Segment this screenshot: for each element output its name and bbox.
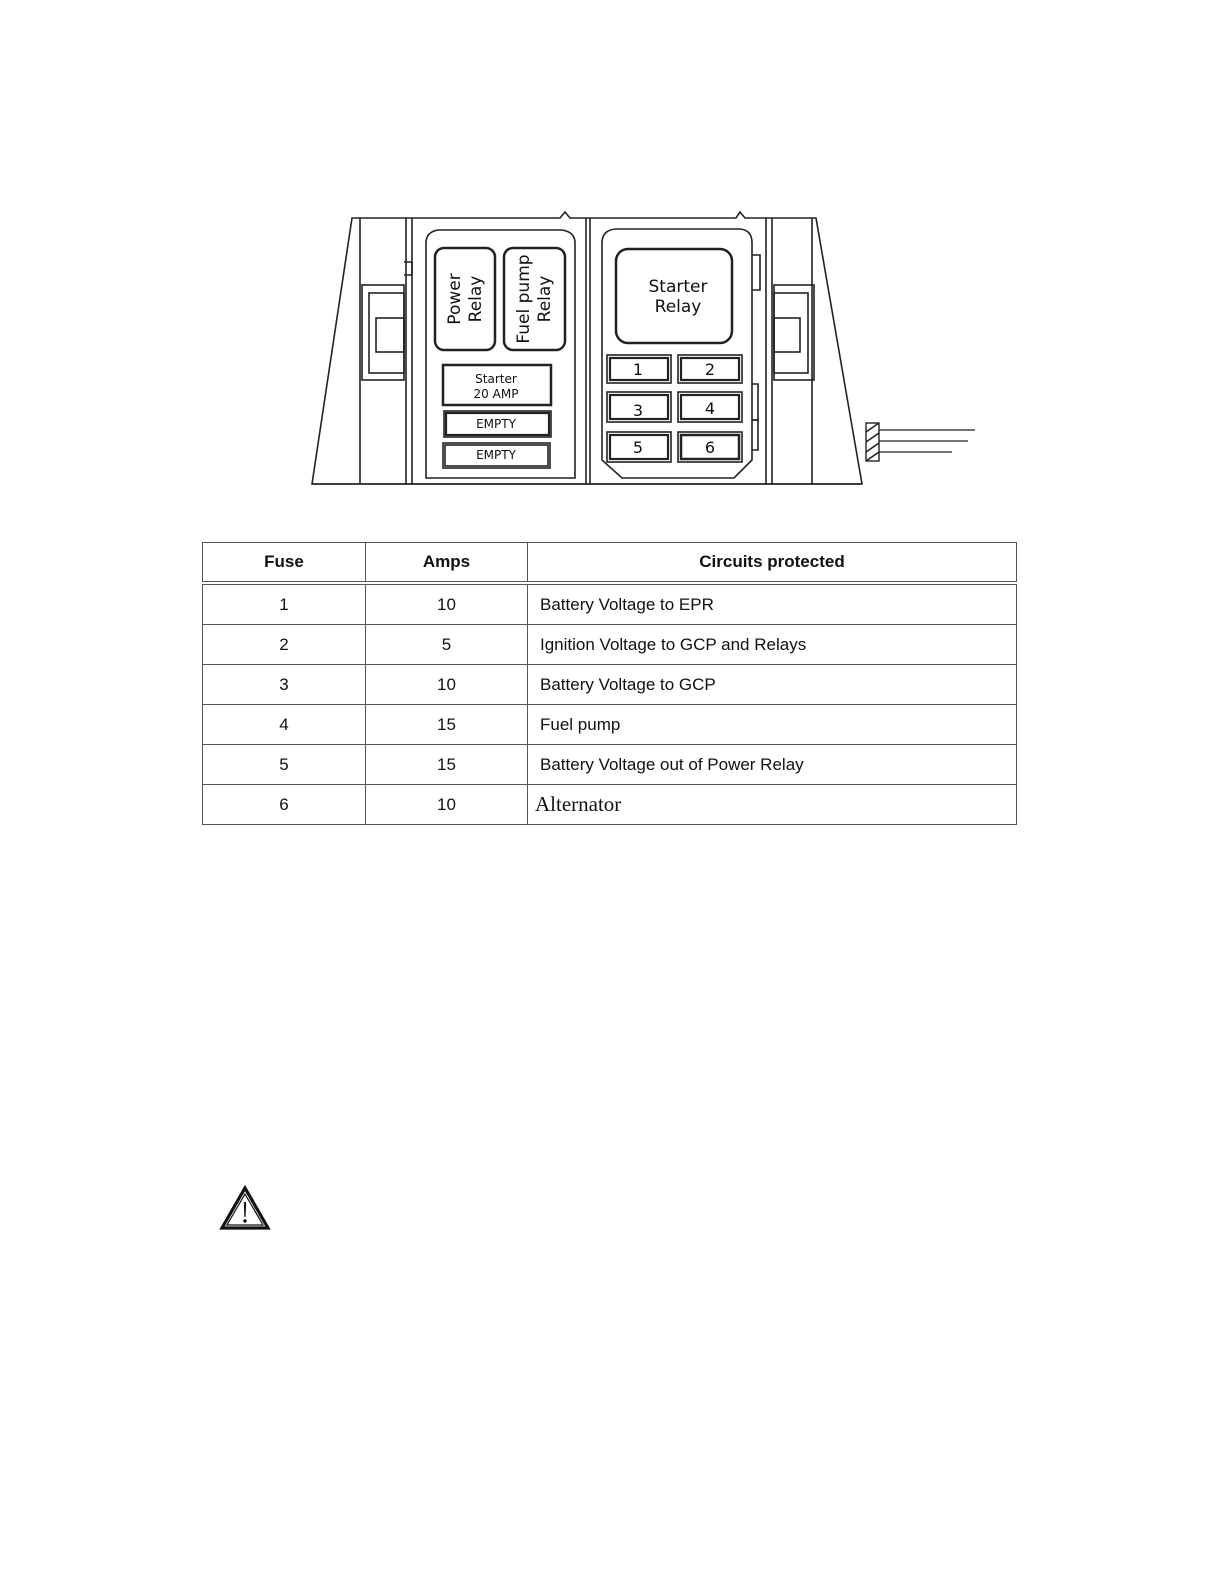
starter-relay-label-2: Relay bbox=[655, 297, 702, 317]
fuse-cell: 3 bbox=[203, 665, 366, 705]
fuse-5-label: 5 bbox=[633, 438, 643, 457]
table-row: 1 10 Battery Voltage to EPR bbox=[203, 583, 1017, 625]
circuit-cell: Alternator bbox=[528, 785, 1017, 825]
fuse-3-label: 3 bbox=[633, 401, 643, 420]
fuel-pump-relay-label-1: Fuel pump bbox=[514, 254, 534, 343]
fuse-cell: 6 bbox=[203, 785, 366, 825]
fuse-box-outline bbox=[312, 212, 862, 484]
fuse-1-label: 1 bbox=[633, 360, 643, 379]
empty-slot-2-label: EMPTY bbox=[476, 448, 517, 462]
fuel-pump-relay-label-2: Relay bbox=[535, 276, 555, 323]
warning-triangle-icon bbox=[219, 1185, 271, 1231]
fuse-cell: 2 bbox=[203, 625, 366, 665]
circuit-cell: Fuel pump bbox=[528, 705, 1017, 745]
empty-slot-1-label: EMPTY bbox=[476, 417, 517, 431]
amps-cell: 15 bbox=[366, 705, 528, 745]
table-row: 2 5 Ignition Voltage to GCP and Relays bbox=[203, 625, 1017, 665]
fuse-table: Fuse Amps Circuits protected 1 10 Batter… bbox=[202, 542, 1017, 825]
fuse-4-label: 4 bbox=[705, 399, 715, 418]
wire-connector bbox=[866, 423, 879, 461]
starter-fuse-label-1: Starter bbox=[475, 372, 517, 386]
circuit-cell: Battery Voltage to GCP bbox=[528, 665, 1017, 705]
fuse-2-label: 2 bbox=[705, 360, 715, 379]
circuit-cell: Battery Voltage out of Power Relay bbox=[528, 745, 1017, 785]
fuse-cell: 4 bbox=[203, 705, 366, 745]
fuse-6-label: 6 bbox=[705, 438, 715, 457]
amps-cell: 10 bbox=[366, 583, 528, 625]
table-row: 4 15 Fuel pump bbox=[203, 705, 1017, 745]
amps-cell: 15 bbox=[366, 745, 528, 785]
header-circuits-protected: Circuits protected bbox=[528, 543, 1017, 584]
fuse-cell: 1 bbox=[203, 583, 366, 625]
amps-cell: 10 bbox=[366, 785, 528, 825]
power-relay-label-2: Relay bbox=[466, 276, 486, 323]
header-amps: Amps bbox=[366, 543, 528, 584]
power-relay bbox=[435, 248, 495, 350]
table-row: 3 10 Battery Voltage to GCP bbox=[203, 665, 1017, 705]
fuse-box-diagram: Power Relay Fuel pump Relay Starter Rela… bbox=[300, 205, 990, 495]
amps-cell: 10 bbox=[366, 665, 528, 705]
amps-cell: 5 bbox=[366, 625, 528, 665]
power-relay-label-1: Power bbox=[445, 273, 465, 324]
circuit-cell: Battery Voltage to EPR bbox=[528, 583, 1017, 625]
starter-fuse-label-2: 20 AMP bbox=[474, 387, 519, 401]
starter-relay-label-1: Starter bbox=[649, 277, 708, 297]
table-row: 5 15 Battery Voltage out of Power Relay bbox=[203, 745, 1017, 785]
header-fuse: Fuse bbox=[203, 543, 366, 584]
table-header-row: Fuse Amps Circuits protected bbox=[203, 543, 1017, 584]
fuse-cell: 5 bbox=[203, 745, 366, 785]
circuit-cell: Ignition Voltage to GCP and Relays bbox=[528, 625, 1017, 665]
table-row: 6 10 Alternator bbox=[203, 785, 1017, 825]
